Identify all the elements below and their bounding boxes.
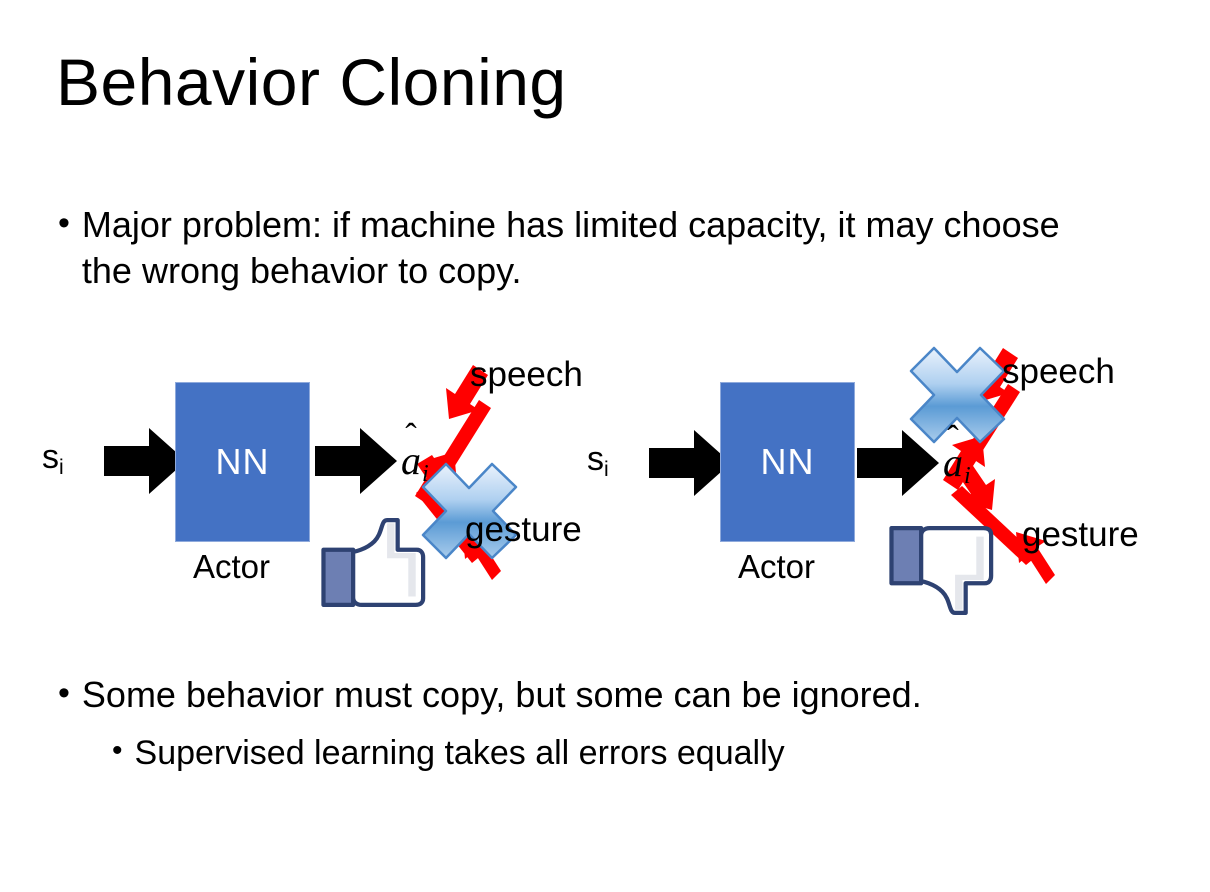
diagram-right-graphics (649, 346, 1055, 616)
bullet-marker-icon: • (112, 734, 123, 767)
diagram-positive-example: NN si Actor ̂ai speech gesture (20, 330, 620, 640)
bullet-text-2: Some behavior must copy, but some can be… (81, 674, 922, 715)
output-action-label-right: ̂ai (943, 440, 971, 489)
branch-label-speech-right: speech (1002, 352, 1115, 391)
thumbs-up-icon (321, 518, 426, 608)
nn-box-label: NN (215, 441, 270, 482)
page-title: Behavior Cloning (56, 45, 567, 119)
bullet-item-1: • Major problem: if machine has limited … (58, 202, 1118, 294)
thumbs-down-icon (889, 525, 994, 616)
actor-caption-right: Actor (738, 548, 816, 585)
diagram-left-graphics (104, 365, 518, 608)
bullet-text-3: Supervised learning takes all errors equ… (134, 734, 785, 772)
cross-out-icon (909, 346, 1006, 444)
cross-out-icon (421, 462, 518, 560)
output-arrow-icon (857, 430, 939, 496)
bullet-item-3: • Supervised learning takes all errors e… (112, 732, 1162, 776)
input-arrow-icon (104, 428, 186, 494)
bullet-marker-icon: • (58, 674, 70, 712)
bullet-text-1: Major problem: if machine has limited ca… (81, 204, 1060, 292)
bullet-marker-icon: • (58, 204, 70, 242)
output-arrow-icon (315, 428, 397, 494)
nn-box-left: NN (175, 382, 310, 542)
nn-box-label: NN (760, 441, 815, 482)
input-state-label-left: si (42, 438, 64, 480)
branch-label-gesture-left: gesture (465, 510, 582, 549)
branch-label-speech-left: speech (470, 355, 583, 394)
input-state-label-right: si (587, 440, 609, 482)
output-action-label-left: ̂ai (401, 438, 429, 487)
branch-label-gesture-right: gesture (1022, 515, 1139, 554)
bullet-item-2: • Some behavior must copy, but some can … (58, 672, 1158, 718)
actor-caption-left: Actor (193, 548, 271, 585)
diagram-negative-example: NN si Actor ̂ai speech gesture (565, 330, 1210, 640)
gesture-arrow-icon (951, 457, 1055, 584)
nn-box-right: NN (720, 382, 855, 542)
input-arrow-icon (649, 430, 731, 496)
